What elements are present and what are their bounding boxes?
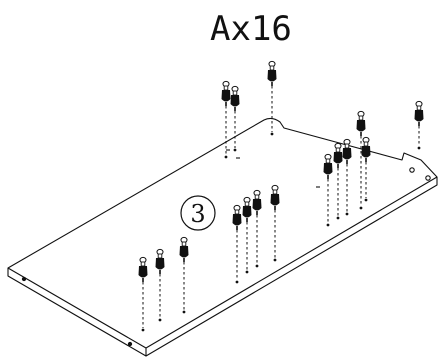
- cam-bolt: [333, 142, 343, 220]
- bolt-threaded-body: [230, 95, 240, 107]
- bolt-neck: [344, 143, 350, 149]
- bolt-hole: [417, 146, 421, 150]
- bolt-hole: [235, 280, 239, 284]
- cam-bolt: [179, 236, 189, 314]
- bolt-threaded-body: [155, 258, 165, 270]
- step-number-label: 3: [190, 200, 205, 228]
- bolt-neck: [363, 141, 369, 147]
- bolt-neck: [140, 261, 146, 267]
- bolt-neck: [358, 115, 364, 121]
- bolt-hole: [224, 155, 228, 159]
- bolt-neck: [335, 147, 341, 153]
- bolt-neck: [254, 194, 260, 200]
- panel-top-face: [7, 117, 438, 349]
- bolt-threaded-body: [252, 199, 262, 211]
- cam-bolt: [221, 80, 231, 159]
- bolt-neck: [244, 201, 250, 207]
- bolt-threaded-body: [270, 194, 280, 206]
- bolt-hole: [273, 258, 277, 262]
- bolt-hole: [182, 310, 186, 314]
- cam-bolt: [270, 184, 280, 262]
- bolt-threaded-body: [221, 90, 231, 102]
- panel-board: [7, 117, 438, 357]
- bolt-threaded-body: [242, 206, 252, 218]
- bolt-hole: [345, 212, 349, 216]
- cam-bolt: [356, 110, 366, 210]
- bolt-neck: [234, 209, 240, 215]
- bolt-hole: [336, 216, 340, 220]
- bolt-hole: [233, 148, 237, 152]
- bolt-threaded-body: [138, 266, 148, 278]
- edge-hole: [127, 341, 133, 347]
- step-circle: [180, 195, 216, 231]
- cam-bolt: [267, 60, 277, 136]
- cam-bolt: [242, 196, 252, 274]
- bolt-threaded-body: [414, 110, 424, 122]
- edge-hole: [409, 167, 415, 173]
- bolt-threaded-body: [356, 120, 366, 132]
- cam-bolt: [342, 138, 352, 216]
- bolt-hole: [141, 328, 145, 332]
- cam-bolt: [230, 85, 240, 152]
- step-callout: 3: [180, 195, 216, 231]
- bolt-hole: [364, 198, 368, 202]
- bolt-neck: [325, 158, 331, 164]
- bolt-hole: [245, 270, 249, 274]
- bolt-hole: [359, 206, 363, 210]
- bolt-threaded-body: [267, 70, 277, 82]
- cam-bolt: [138, 256, 148, 332]
- edge-hole: [425, 175, 431, 181]
- bolt-hole: [326, 223, 330, 227]
- bolt-neck: [181, 241, 187, 247]
- cam-bolt: [361, 136, 371, 202]
- bolt-neck: [157, 253, 163, 259]
- cam-bolt: [232, 204, 242, 284]
- bolt-hole: [158, 318, 162, 322]
- cam-bolt: [323, 153, 333, 227]
- cam-bolt-group: [138, 60, 424, 332]
- edge-hole: [21, 276, 27, 282]
- bolt-threaded-body: [333, 152, 343, 164]
- bolt-threaded-body: [232, 214, 242, 226]
- cam-bolt: [155, 248, 165, 322]
- bolt-hole: [255, 264, 259, 268]
- panel-front-edge: [7, 268, 147, 357]
- bolt-threaded-body: [179, 246, 189, 258]
- bolt-neck: [223, 85, 229, 91]
- cam-bolt: [252, 189, 262, 268]
- bolt-neck: [232, 90, 238, 96]
- bolt-neck: [416, 105, 422, 111]
- bolt-neck: [269, 65, 275, 71]
- bolt-hole: [270, 132, 274, 136]
- part-callout-label: Ax16: [210, 9, 292, 49]
- bolt-threaded-body: [323, 163, 333, 175]
- bolt-neck: [272, 189, 278, 195]
- bolt-threaded-body: [342, 148, 352, 160]
- cam-bolt: [414, 100, 424, 150]
- bolt-threaded-body: [361, 146, 371, 158]
- panel-right-edge: [145, 177, 438, 357]
